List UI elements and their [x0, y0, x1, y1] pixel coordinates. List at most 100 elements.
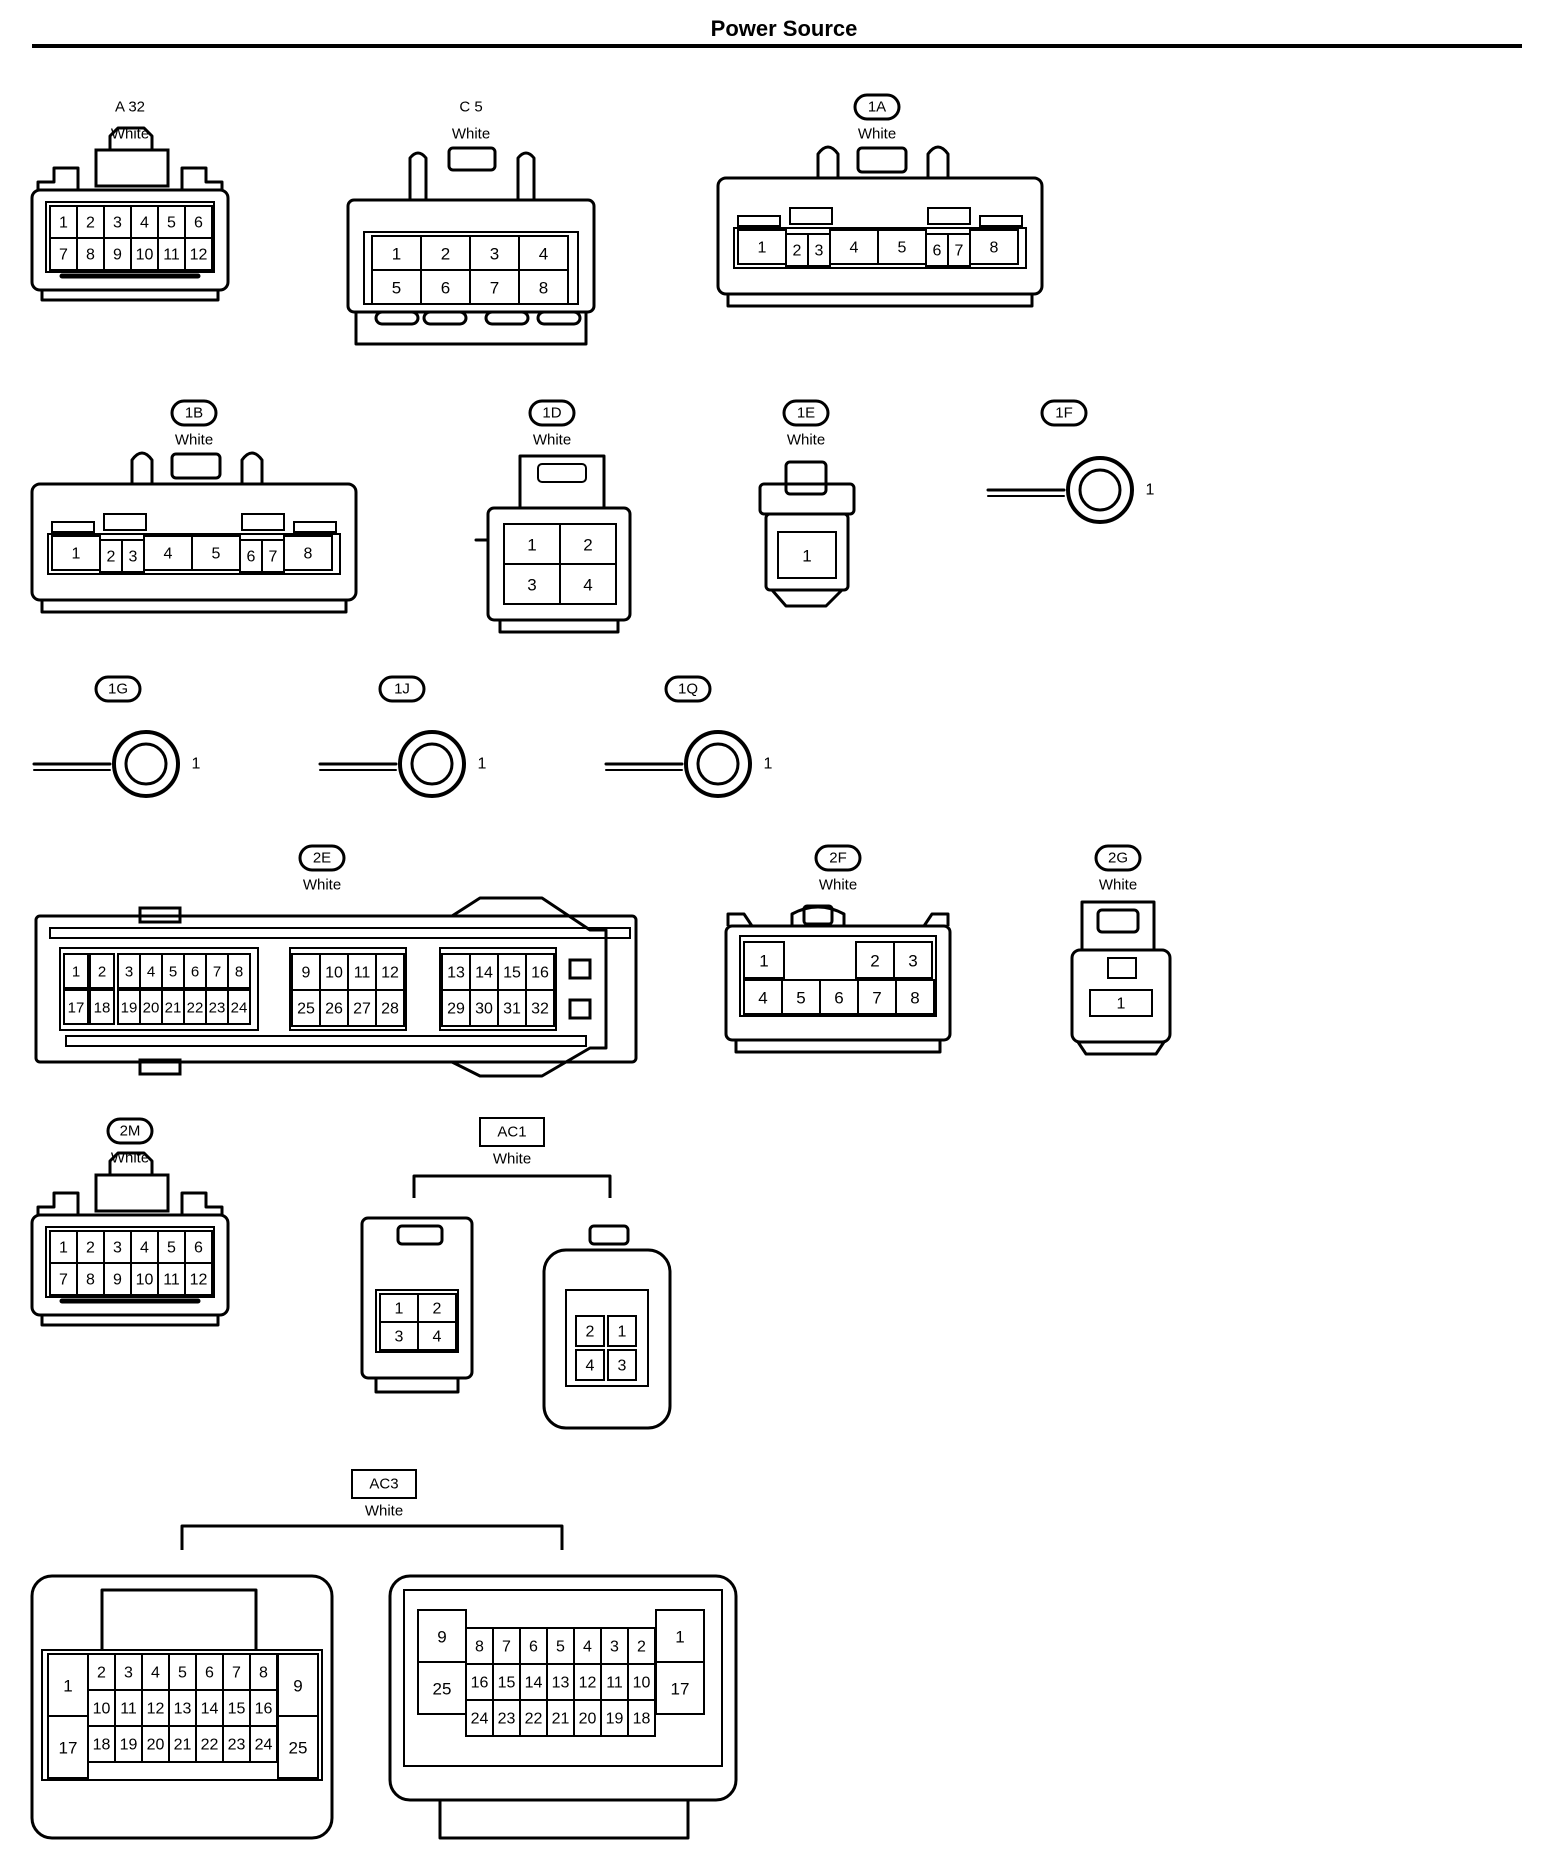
connector-ac1-code: AC1 [497, 1124, 526, 1141]
pin-16: 16 [465, 1663, 494, 1701]
connector-1a-code: 1A [868, 99, 886, 116]
pin-12-number: 12 [381, 965, 399, 982]
pin-1-number: 1 [72, 546, 81, 563]
connector-1q: 1Q1 [604, 675, 773, 798]
pin-21: 21 [546, 1699, 575, 1737]
pin-3: 3 [121, 539, 145, 573]
pin-2: 2 [99, 539, 123, 573]
pin-10-number: 10 [93, 1701, 111, 1718]
pin-25-number: 25 [297, 1001, 315, 1018]
pin-3-number: 3 [610, 1639, 619, 1656]
pin-9: 9 [103, 1262, 132, 1296]
pin-7: 7 [492, 1627, 521, 1665]
pin-1-number: 1 [675, 1628, 684, 1647]
label-oval [378, 675, 426, 703]
pin-1-number: 1 [392, 245, 401, 264]
connector-a32-color: White [111, 126, 149, 143]
pin-7-number: 7 [490, 279, 499, 298]
pin-20-number: 20 [143, 1000, 160, 1017]
pin-4: 4 [559, 563, 617, 605]
pin-3-number: 3 [125, 964, 133, 981]
connector-2e-color: White [303, 877, 341, 894]
pin-14: 14 [519, 1663, 548, 1701]
pin-6: 6 [519, 1627, 548, 1665]
connector-2f-color: White [819, 877, 857, 894]
pin-6: 6 [420, 269, 471, 305]
connector-ac3-code: AC3 [369, 1476, 398, 1493]
pin-20: 20 [141, 1725, 170, 1763]
pin-12-number: 12 [579, 1675, 597, 1692]
pin-7-number: 7 [213, 964, 221, 981]
pin-6-number: 6 [205, 1665, 214, 1682]
pin-32: 32 [525, 989, 555, 1027]
pin-19-number: 19 [120, 1737, 138, 1754]
pin-3: 3 [103, 1230, 132, 1264]
pin-15: 15 [222, 1689, 251, 1727]
pin-4-number: 4 [433, 1329, 442, 1346]
pin-2-number: 2 [586, 1324, 595, 1341]
pin-14: 14 [469, 953, 499, 991]
pin-7: 7 [469, 269, 520, 305]
pin-32-number: 32 [531, 1001, 549, 1018]
pin-6: 6 [819, 979, 859, 1015]
pin-4: 4 [130, 205, 159, 239]
pin-3-number: 3 [908, 952, 917, 971]
pin-23: 23 [492, 1699, 521, 1737]
pin-9: 9 [417, 1609, 467, 1663]
pin-31-number: 31 [503, 1001, 521, 1018]
pin-5-number: 5 [167, 1240, 176, 1257]
pin-3-number: 3 [395, 1329, 404, 1346]
pin-1-number: 1 [59, 215, 68, 232]
pin-5: 5 [781, 979, 821, 1015]
connector-2g-code: 2G [1108, 850, 1128, 867]
pin-7-number: 7 [955, 243, 964, 260]
pin-23-number: 23 [498, 1711, 516, 1728]
label-oval [853, 93, 901, 121]
connector-1e-code: 1E [797, 405, 815, 422]
pin-5: 5 [191, 535, 241, 571]
pin-7: 7 [205, 953, 229, 989]
pin-1: 1 [655, 1609, 705, 1663]
pin-5: 5 [161, 953, 185, 989]
pin-15-number: 15 [503, 965, 521, 982]
pin-2: 2 [627, 1627, 656, 1665]
pin-4-number: 4 [586, 1358, 595, 1375]
pin-5-number: 5 [796, 989, 805, 1008]
pin-31: 31 [497, 989, 527, 1027]
pin-3-number: 3 [124, 1665, 133, 1682]
pin-9-number: 9 [302, 965, 311, 982]
pin-4-number: 4 [583, 1639, 592, 1656]
pin-11: 11 [347, 953, 377, 991]
pin-23-number: 23 [209, 1000, 226, 1017]
pin-10-number: 10 [633, 1675, 651, 1692]
pin-2-number: 2 [870, 952, 879, 971]
pin-9-number: 9 [293, 1677, 302, 1696]
pin-1: 1 [49, 1230, 78, 1264]
pin-8: 8 [283, 535, 333, 571]
pin-8-number: 8 [539, 279, 548, 298]
pin-24-number: 24 [471, 1711, 489, 1728]
pin-1: 1 [47, 1653, 89, 1717]
pin-8: 8 [895, 979, 935, 1015]
pin-17: 17 [47, 1715, 89, 1779]
connector-1e-color: White [787, 432, 825, 449]
pin-1: 1 [737, 229, 787, 265]
pin-24-number: 24 [231, 1000, 248, 1017]
pin-22: 22 [519, 1699, 548, 1737]
pin-4-number: 4 [151, 1665, 160, 1682]
label-box [479, 1117, 545, 1147]
pin-18: 18 [627, 1699, 656, 1737]
pin-6: 6 [184, 205, 213, 239]
pin-5-number: 5 [392, 279, 401, 298]
pin-29-number: 29 [447, 1001, 465, 1018]
pin-8: 8 [249, 1653, 278, 1691]
pin-4-number: 4 [164, 546, 173, 563]
connector-1g-code: 1G [108, 681, 128, 698]
pin-25-number: 25 [289, 1739, 308, 1758]
pin-26-number: 26 [325, 1001, 343, 1018]
pin-7-number: 7 [59, 247, 68, 264]
pin-22: 22 [195, 1725, 224, 1763]
pin-1: 1 [777, 531, 837, 579]
